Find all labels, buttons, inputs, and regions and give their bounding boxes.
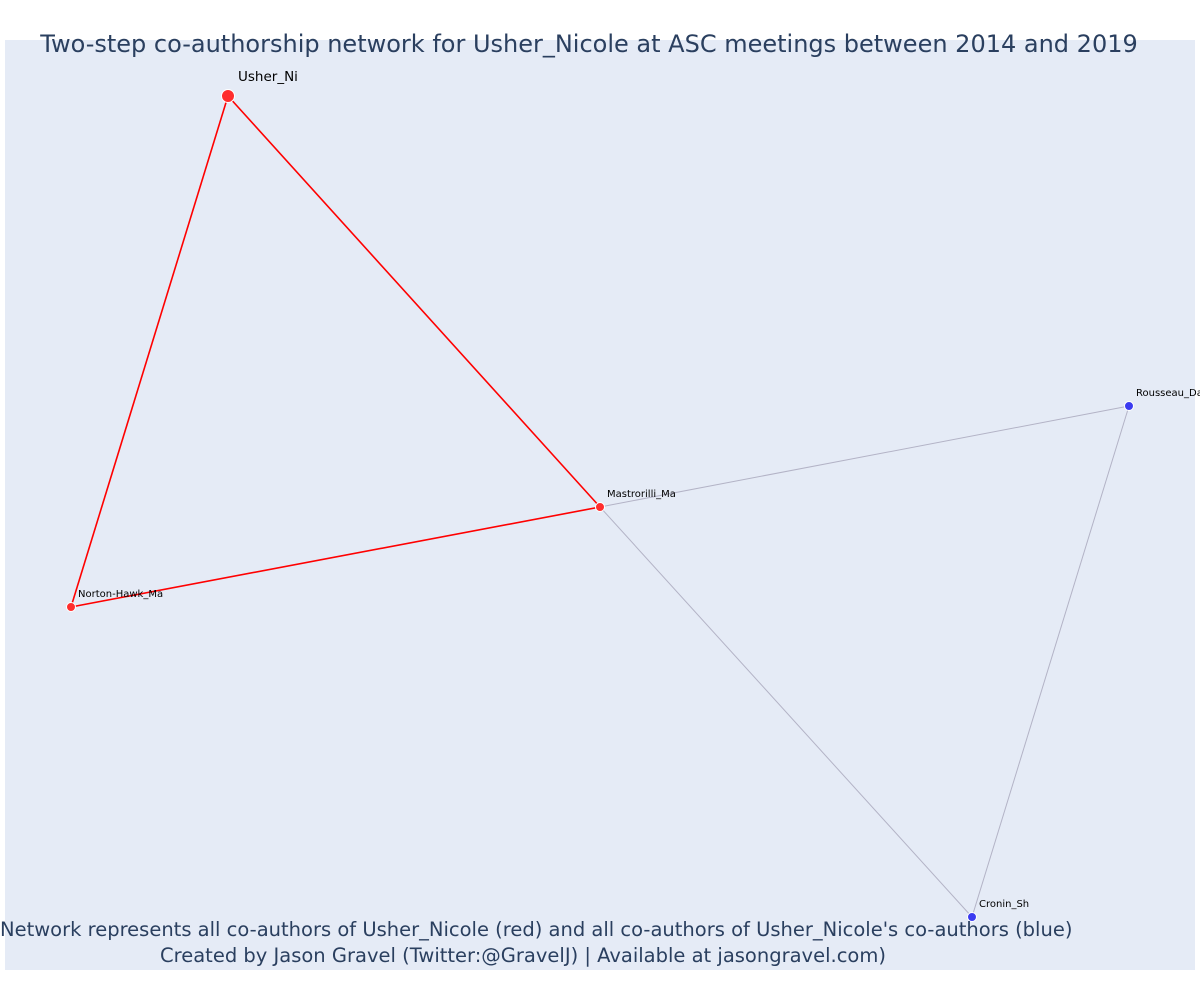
nodes-layer: [66, 89, 1134, 922]
chart-title: Two-step co-authorship network for Usher…: [40, 30, 1138, 58]
edges-layer: [70, 95, 1130, 918]
edge-usher-norton: [70, 95, 229, 608]
node-label-rousseau: Rousseau_Da: [1136, 388, 1200, 399]
node-mastrorilli[interactable]: [595, 502, 605, 512]
node-rousseau[interactable]: [1124, 401, 1134, 411]
edge-usher-mastrorilli: [227, 95, 601, 508]
node-cronin[interactable]: [967, 912, 977, 922]
node-label-cronin: Cronin_Sh: [979, 899, 1029, 910]
edge-mastrorilli-rousseau: [599, 405, 1130, 508]
node-label-mastrorilli: Mastrorilli_Ma: [607, 489, 676, 500]
edge-rousseau-cronin: [971, 405, 1130, 918]
node-label-norton: Norton-Hawk_Ma: [78, 589, 163, 600]
caption-line-1: Network represents all co-authors of Ush…: [0, 918, 1073, 941]
edge-mastrorilli-cronin: [599, 506, 973, 918]
edge-norton-mastrorilli: [70, 506, 601, 608]
node-norton[interactable]: [66, 602, 76, 612]
node-usher[interactable]: [221, 89, 235, 103]
node-label-usher: Usher_Ni: [238, 69, 298, 85]
caption-line-2: Created by Jason Gravel (Twitter:@Gravel…: [160, 944, 886, 967]
